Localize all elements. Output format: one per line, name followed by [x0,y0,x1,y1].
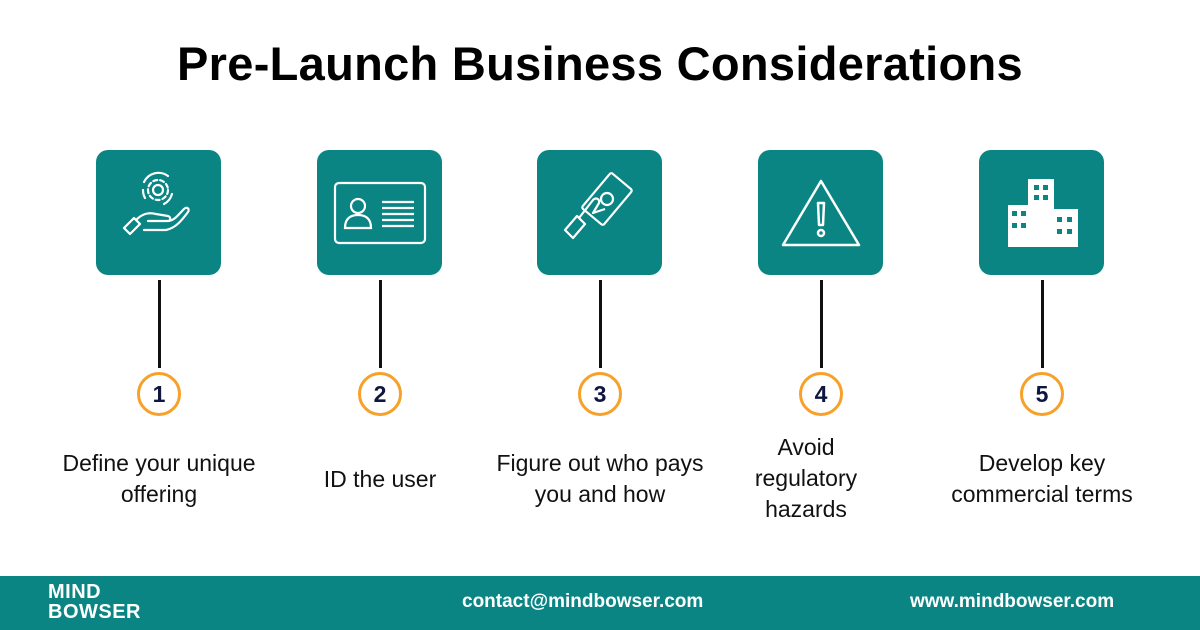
step-number: 5 [1020,372,1064,416]
logo-line-2: BOWSER [48,601,141,623]
mindbowser-logo: MIND BOWSER [48,582,141,622]
step-number: 3 [578,372,622,416]
website-link[interactable]: www.mindbowser.com [910,591,1115,612]
step-label: Develop key commercial terms [951,450,1133,507]
buildings-icon [1007,178,1078,247]
warning-icon [781,179,860,246]
hand-gear-icon [122,171,190,235]
connector-line [820,280,823,368]
logo-line-1: MIND [48,581,102,603]
step-5-icon-box [979,150,1104,275]
hand-money-icon [563,171,633,239]
connector-line [379,280,382,368]
step-4-icon-box [758,150,883,275]
step-label: ID the user [323,466,437,492]
step-number: 2 [358,372,402,416]
step-number: 4 [799,372,843,416]
footer: MIND BOWSER contact@mindbowser.com www.m… [0,576,1200,630]
page-title: Pre-Launch Business Considerations [177,37,1023,90]
step-label: Define your unique offering [62,450,256,507]
id-card-icon [333,181,426,244]
connector-line [599,280,602,368]
step-1-icon-box [96,150,221,275]
connector-line [1041,280,1044,368]
connector-line [158,280,161,368]
step-2-icon-box [317,150,442,275]
contact-email-link[interactable]: contact@mindbowser.com [462,591,704,612]
step-label: Avoid regulatory hazards [754,434,858,522]
step-number: 1 [137,372,181,416]
step-label: Figure out who pays you and how [496,450,704,507]
step-3-icon-box [537,150,662,275]
